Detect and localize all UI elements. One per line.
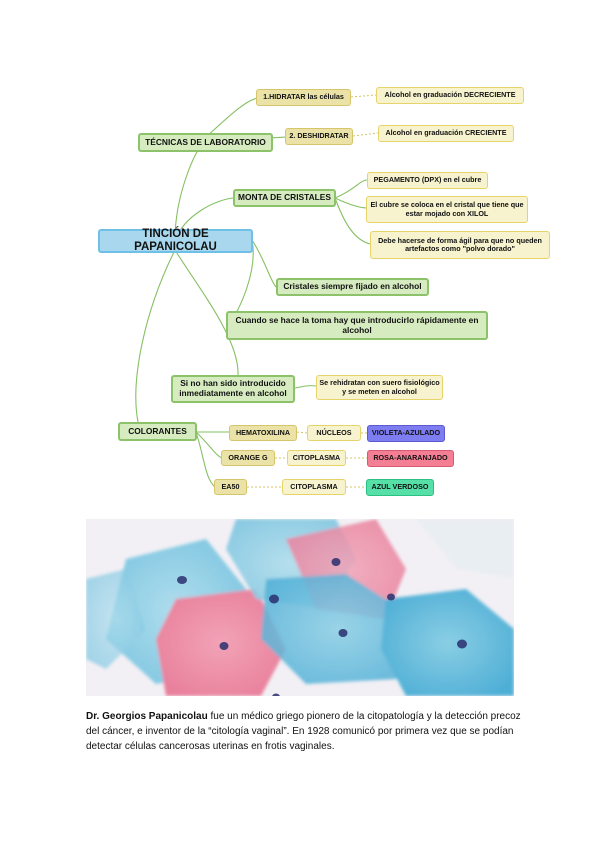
agil-note: Debe hacerse de forma ágil para que no q… [370, 231, 550, 259]
color-azul-verdoso: AZUL VERDOSO [366, 479, 434, 496]
deshidratar-note: Alcohol en graduación CRECIENTE [378, 125, 514, 142]
fijado-node: Cristales siempre fijado en alcohol [276, 278, 429, 296]
colorantes-node: COLORANTES [118, 422, 197, 441]
micrograph-image [86, 519, 514, 696]
caption-name: Dr. Georgios Papanicolau [86, 711, 208, 722]
toma-node: Cuando se hace la toma hay que introduci… [226, 311, 488, 340]
stain-ea50: EA50 [214, 479, 247, 495]
color-rosa-anaranjado: ROSA-ANARANJADO [367, 450, 454, 467]
tecnicas-node: TÉCNICAS DE LABORATORIO [138, 133, 273, 152]
no-introducido-node: Si no han sido introducido inmediatament… [171, 375, 295, 403]
pap-smear-micrograph [86, 519, 514, 696]
target-nucleos: NÚCLEOS [307, 425, 361, 441]
color-violeta-azulado: VIOLETA-AZULADO [367, 425, 445, 442]
mind-map: TINCIÓN DE PAPANICOLAU TÉCNICAS DE LABOR… [98, 87, 550, 496]
caption-text: fue un médico griego pionero de la citop… [86, 711, 521, 752]
cubre-note: El cubre se coloca en el cristal que tie… [366, 196, 528, 223]
deshidratar-node: 2. DESHIDRATAR [285, 128, 353, 145]
hidratar-node: 1.HIDRATAR las células [256, 89, 351, 106]
montaje-node: MONTA DE CRISTALES [233, 189, 336, 207]
pegamento-note: PEGAMENTO (DPX) en el cubre [367, 172, 488, 189]
stain-hematoxilina: HEMATOXILINA [229, 425, 297, 441]
hidratar-note: Alcohol en graduación DECRECIENTE [376, 87, 524, 104]
target-citoplasma-1: CITOPLASMA [287, 450, 346, 466]
connector-lines [135, 94, 379, 488]
target-citoplasma-2: CITOPLASMA [282, 479, 346, 495]
caption-paragraph: Dr. Georgios Papanicolau fue un médico g… [86, 709, 526, 754]
root-node: TINCIÓN DE PAPANICOLAU [98, 228, 253, 253]
rehidratan-note: Se rehidratan con suero fisiológico y se… [316, 375, 443, 400]
stain-orange-g: ORANGE G [221, 450, 275, 466]
